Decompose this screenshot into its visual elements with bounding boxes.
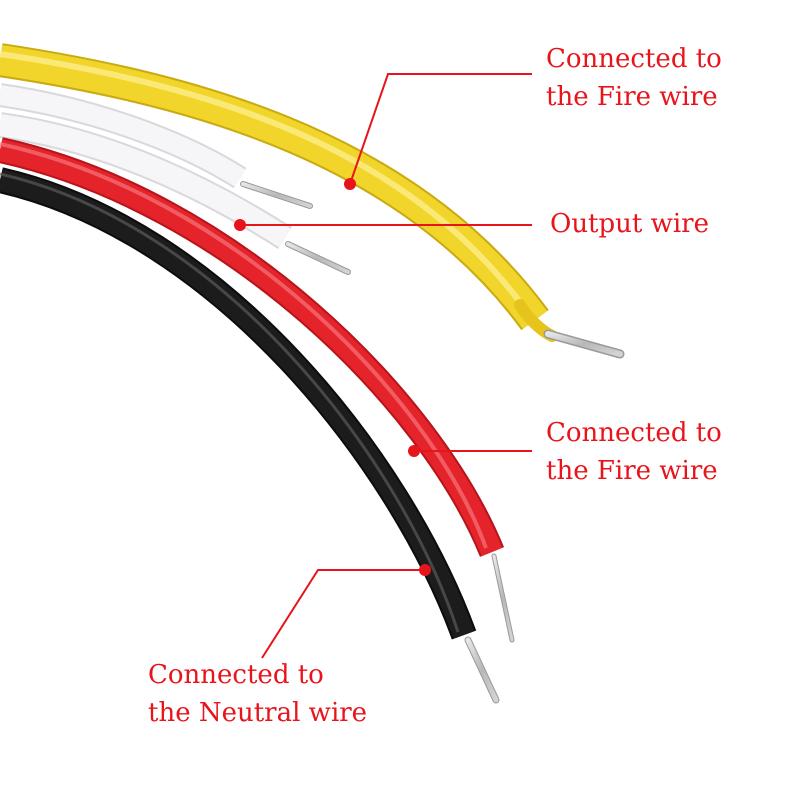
black-wire-conductor — [464, 636, 500, 704]
yellow-wire-label-line-2: the Fire wire — [546, 82, 718, 112]
black-wire-label-line-1: Connected to — [148, 660, 324, 690]
red-wire-label: Connected to the Fire wire — [546, 414, 722, 490]
yellow-wire — [0, 43, 558, 342]
leader-line-yellow — [344, 73, 532, 190]
white-wire-label-line-1: Output wire — [550, 209, 709, 239]
white-wire-label: Output wire — [550, 205, 709, 243]
white-wire-back — [0, 83, 247, 189]
red-wire-label-line-1: Connected to — [546, 418, 722, 448]
red-wire-conductor — [491, 553, 515, 643]
white-wire-back-conductor — [240, 181, 313, 209]
black-wire-label: Connected to the Neutral wire — [148, 656, 367, 732]
white-wire — [0, 112, 293, 249]
red-wire-label-line-2: the Fire wire — [546, 456, 718, 486]
black-wire — [0, 167, 477, 640]
red-wire — [0, 137, 505, 557]
leader-line-black — [261, 564, 431, 659]
yellow-wire-label: Connected to the Fire wire — [546, 40, 722, 116]
leader-line-white — [234, 219, 532, 231]
yellow-wire-conductor — [543, 329, 625, 359]
white-wire-conductor — [285, 241, 351, 275]
yellow-wire-label-line-1: Connected to — [546, 44, 722, 74]
leader-line-red — [408, 445, 532, 457]
black-wire-label-line-2: the Neutral wire — [148, 698, 368, 728]
